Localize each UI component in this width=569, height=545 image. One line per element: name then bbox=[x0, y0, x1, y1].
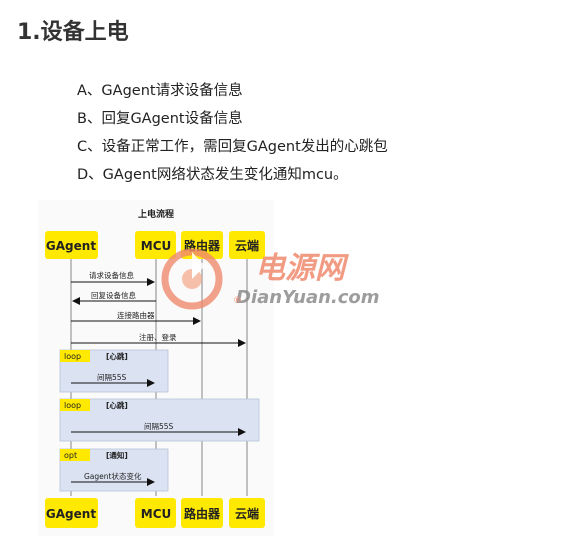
frame-condition: [心跳] bbox=[106, 351, 128, 361]
list-item: A、GAgent请求设备信息 bbox=[77, 83, 243, 99]
opt-frame: opt [通知] bbox=[59, 448, 169, 492]
actor-cloud-top: 云端 bbox=[229, 231, 265, 259]
list-item: D、GAgent网络状态发生变化通知mcu。 bbox=[77, 167, 348, 183]
sequence-diagram: 上电流程 loop [心跳] loop [心跳] opt [通知] GA bbox=[38, 200, 274, 536]
svg-text:云端: 云端 bbox=[235, 506, 259, 521]
actor-gagent-bottom: GAgent bbox=[45, 498, 98, 528]
frame-tag: loop bbox=[64, 352, 81, 361]
svg-text:MCU: MCU bbox=[141, 507, 172, 521]
loop-frame-1: loop [心跳] bbox=[59, 349, 169, 393]
message-connect-router: 连接路由器 bbox=[71, 310, 201, 325]
svg-text:间隔55S: 间隔55S bbox=[97, 373, 127, 382]
loop-frame-2: loop [心跳] bbox=[59, 398, 260, 442]
diagram-title: 上电流程 bbox=[138, 208, 174, 220]
svg-text:云端: 云端 bbox=[235, 238, 259, 253]
sequence-diagram-svg: 上电流程 loop [心跳] loop [心跳] opt [通知] GA bbox=[45, 208, 265, 528]
frame-condition: [心跳] bbox=[106, 400, 128, 410]
list-item: B、回复GAgent设备信息 bbox=[77, 111, 243, 127]
svg-text:注册、登录: 注册、登录 bbox=[139, 332, 177, 342]
list-item: C、设备正常工作，需回复GAgent发出的心跳包 bbox=[77, 139, 388, 155]
svg-text:间隔55S: 间隔55S bbox=[144, 422, 174, 431]
svg-text:GAgent: GAgent bbox=[46, 507, 96, 521]
frame-tag: opt bbox=[64, 451, 77, 460]
message-request-info: 请求设备信息 bbox=[71, 270, 155, 286]
message-register-login: 注册、登录 bbox=[71, 332, 246, 347]
actor-router-top: 路由器 bbox=[181, 231, 223, 259]
actor-gagent-top: GAgent bbox=[45, 231, 98, 259]
actor-cloud-bottom: 云端 bbox=[229, 498, 265, 528]
actor-mcu-bottom: MCU bbox=[135, 498, 176, 528]
svg-text:MCU: MCU bbox=[141, 239, 172, 253]
message-heartbeat-mcu: 间隔55S bbox=[71, 373, 155, 387]
svg-text:请求设备信息: 请求设备信息 bbox=[89, 270, 134, 280]
svg-text:连接路由器: 连接路由器 bbox=[117, 310, 155, 320]
message-heartbeat-cloud: 间隔55S bbox=[71, 422, 246, 436]
svg-text:路由器: 路由器 bbox=[184, 238, 221, 253]
actor-mcu-top: MCU bbox=[135, 231, 176, 259]
frame-tag: loop bbox=[64, 401, 81, 410]
svg-text:Gagent状态变化: Gagent状态变化 bbox=[84, 471, 142, 481]
svg-text:GAgent: GAgent bbox=[46, 239, 96, 253]
message-status-change: Gagent状态变化 bbox=[71, 471, 155, 486]
svg-text:回复设备信息: 回复设备信息 bbox=[91, 290, 136, 300]
svg-text:路由器: 路由器 bbox=[184, 506, 221, 521]
page-title: 1.设备上电 bbox=[17, 20, 129, 45]
actor-router-bottom: 路由器 bbox=[181, 498, 223, 528]
step-list: A、GAgent请求设备信息 B、回复GAgent设备信息 C、设备正常工作，需… bbox=[77, 77, 388, 189]
message-reply-info: 回复设备信息 bbox=[72, 290, 156, 305]
frame-condition: [通知] bbox=[106, 450, 128, 460]
